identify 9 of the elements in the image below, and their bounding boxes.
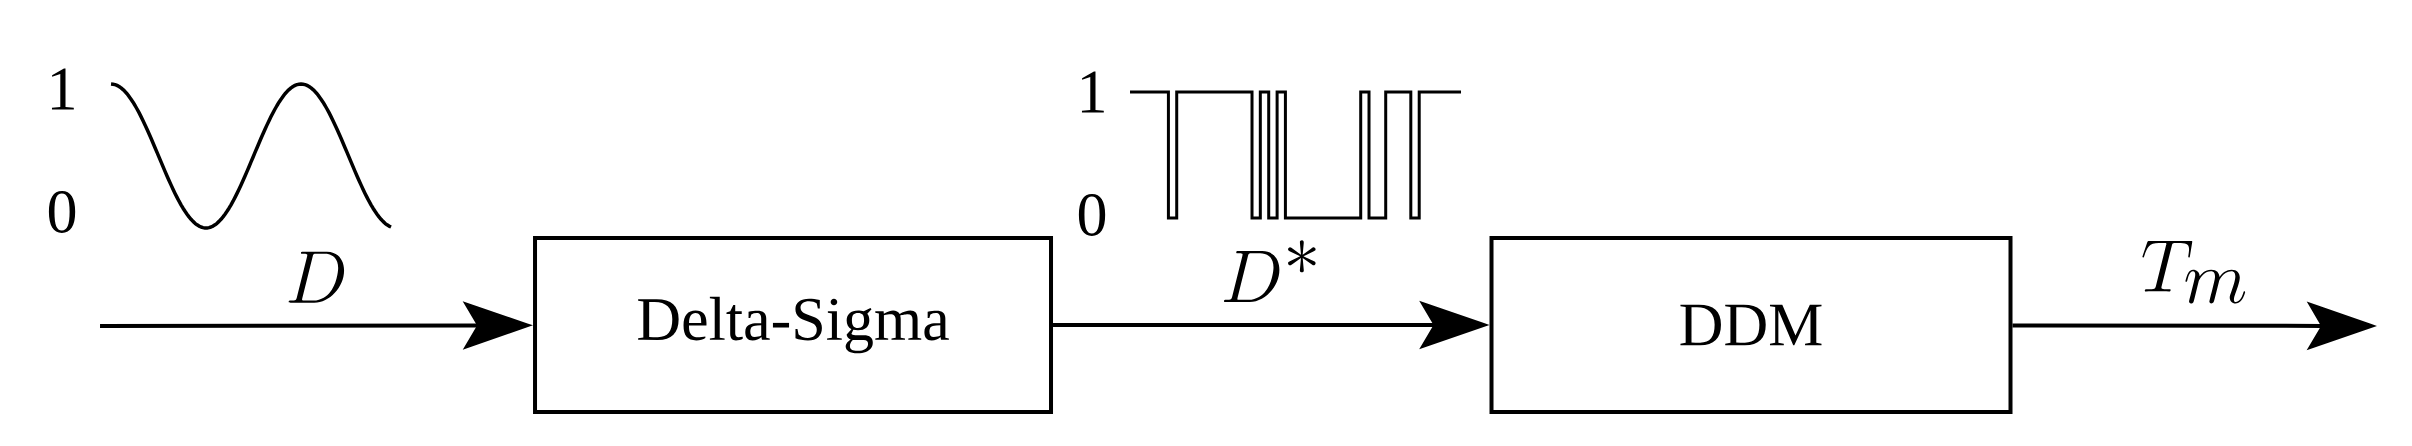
process-box: DDM <box>1489 236 2013 414</box>
edge-label: $D^*$ <box>1224 240 1316 302</box>
axis-label: 1 <box>1081 71 1104 113</box>
edge-label: $T_m$ <box>2142 240 2246 304</box>
axis-label: 1 <box>51 68 74 110</box>
edge-label: $D$ <box>288 251 345 303</box>
process-box: Delta-Sigma <box>533 236 1053 414</box>
axis-label: 0 <box>1078 194 1106 236</box>
axis-label: 0 <box>48 191 76 233</box>
